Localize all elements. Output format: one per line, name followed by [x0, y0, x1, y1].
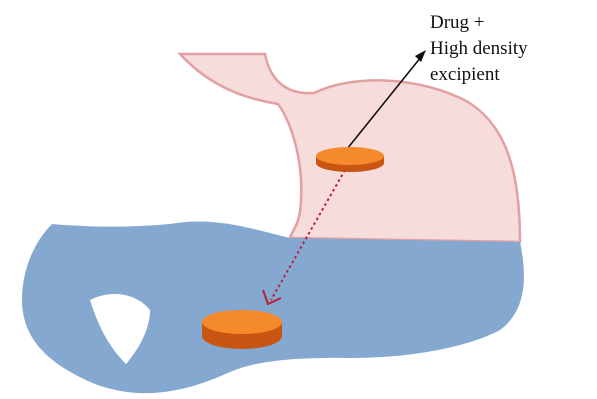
- tablet-icon: [316, 147, 384, 172]
- tablet-icon: [202, 310, 282, 349]
- label-line-1: Drug +: [430, 12, 485, 33]
- label-line-2: High density: [430, 38, 528, 59]
- label-line-3: excipient: [430, 64, 500, 85]
- annotation-label: Drug + High density excipient: [430, 12, 532, 85]
